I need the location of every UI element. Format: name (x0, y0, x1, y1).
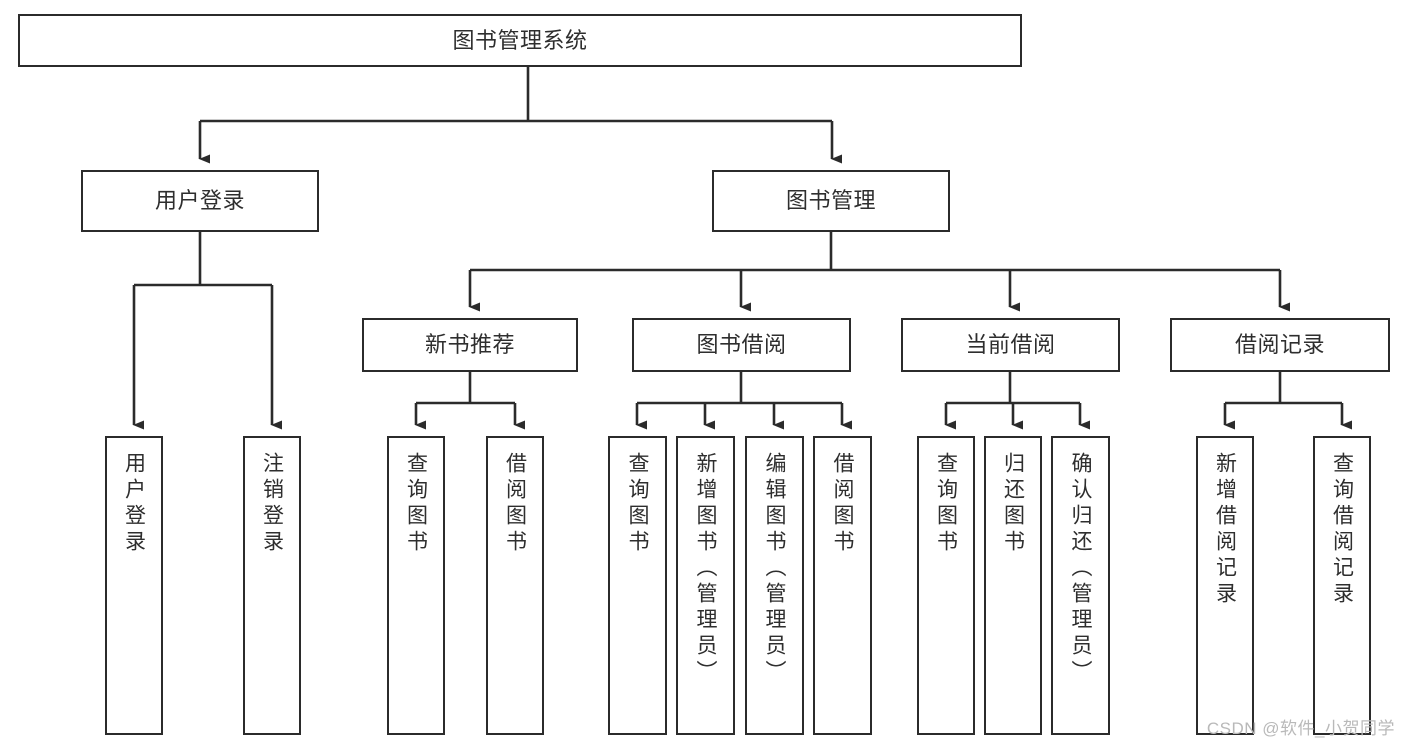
node-leaf-borrow-book-recommend-label: 借阅图书 (503, 452, 527, 556)
node-leaf-borrow-book-label: 借阅图书 (831, 452, 854, 556)
node-leaf-borrow-book[interactable]: 借阅图书 (813, 436, 872, 735)
edge-borrow-record-to-leaves (1223, 372, 1352, 430)
node-leaf-query-book-current[interactable]: 查询图书 (917, 436, 975, 735)
node-current-borrow-label: 当前借阅 (965, 332, 1056, 358)
node-leaf-logout[interactable]: 注销登录 (243, 436, 301, 735)
node-leaf-add-book-admin-label: 新增图书（管理员） (694, 452, 717, 686)
node-leaf-edit-book-admin-label: 编辑图书（管理员） (763, 452, 786, 686)
node-leaf-add-borrow-record[interactable]: 新增借阅记录 (1196, 436, 1254, 735)
node-leaf-query-borrow-record[interactable]: 查询借阅记录 (1313, 436, 1371, 735)
edge-new-book-recommend-to-leaves (414, 372, 525, 430)
node-leaf-query-book-current-label: 查询图书 (934, 452, 958, 556)
node-leaf-query-book-borrow-label: 查询图书 (626, 452, 649, 556)
node-leaf-add-borrow-record-label: 新增借阅记录 (1213, 452, 1237, 608)
node-book-management-label: 图书管理 (785, 188, 876, 214)
node-leaf-return-book[interactable]: 归还图书 (984, 436, 1042, 735)
node-user-login-label: 用户登录 (154, 188, 245, 214)
edge-user-login-to-leaves (132, 232, 282, 430)
node-leaf-user-login-label: 用户登录 (122, 452, 146, 556)
node-leaf-confirm-return-admin[interactable]: 确认归还（管理员） (1051, 436, 1110, 735)
node-borrow-record[interactable]: 借阅记录 (1170, 318, 1390, 372)
node-book-borrow[interactable]: 图书借阅 (632, 318, 851, 372)
node-new-book-recommend-label: 新书推荐 (424, 332, 515, 358)
node-user-login[interactable]: 用户登录 (81, 170, 319, 232)
node-leaf-return-book-label: 归还图书 (1001, 452, 1025, 556)
node-leaf-query-book-borrow[interactable]: 查询图书 (608, 436, 667, 735)
node-leaf-confirm-return-admin-label: 确认归还（管理员） (1069, 452, 1092, 686)
node-book-management[interactable]: 图书管理 (712, 170, 950, 232)
node-book-borrow-label: 图书借阅 (696, 332, 787, 358)
node-leaf-edit-book-admin[interactable]: 编辑图书（管理员） (745, 436, 804, 735)
edge-current-borrow-to-leaves (944, 372, 1090, 430)
edge-book-borrow-to-leaves (635, 372, 852, 430)
node-leaf-query-borrow-record-label: 查询借阅记录 (1330, 452, 1354, 608)
edge-book-management-to-level2 (468, 232, 1290, 312)
node-new-book-recommend[interactable]: 新书推荐 (362, 318, 578, 372)
node-root-label: 图书管理系统 (452, 27, 588, 53)
node-leaf-logout-label: 注销登录 (260, 452, 284, 556)
node-leaf-add-book-admin[interactable]: 新增图书（管理员） (676, 436, 735, 735)
node-leaf-borrow-book-recommend[interactable]: 借阅图书 (486, 436, 544, 735)
node-leaf-user-login[interactable]: 用户登录 (105, 436, 163, 735)
node-current-borrow[interactable]: 当前借阅 (901, 318, 1120, 372)
edge-root-to-level1 (198, 67, 842, 164)
node-root[interactable]: 图书管理系统 (18, 14, 1022, 67)
node-borrow-record-label: 借阅记录 (1234, 332, 1325, 358)
watermark-text: CSDN @软件_小贺同学 (1206, 719, 1395, 738)
node-leaf-query-book-recommend-label: 查询图书 (404, 452, 428, 556)
node-leaf-query-book-recommend[interactable]: 查询图书 (387, 436, 445, 735)
